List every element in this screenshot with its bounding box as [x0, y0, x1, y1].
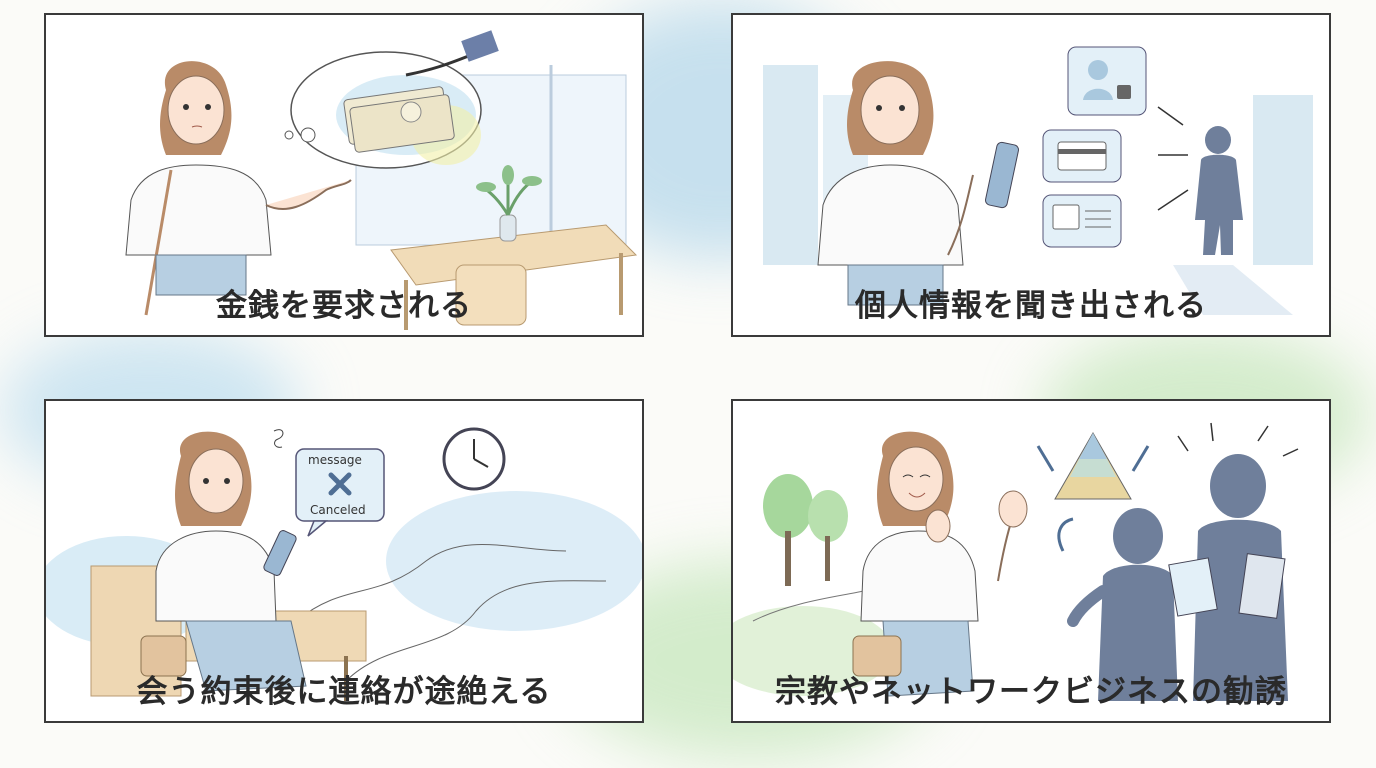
canceled-label: Canceled	[310, 503, 366, 517]
panel-contact-cut-off: message Canceled 会う約束後に連絡が途絶える	[44, 399, 644, 723]
panel-money-request: 金銭を要求される	[44, 13, 644, 337]
recruitment-illustration	[733, 422, 1299, 701]
panel-caption: 宗教やネットワークビジネスの勧誘	[775, 674, 1287, 710]
panel-caption: 個人情報を聞き出される	[855, 288, 1207, 324]
panel-caption: 金銭を要求される	[216, 288, 472, 324]
panel-personal-info: 個人情報を聞き出される	[731, 13, 1331, 337]
panel-recruitment: 宗教やネットワークビジネスの勧誘	[731, 399, 1331, 723]
money-request-illustration	[125, 30, 638, 330]
panel-caption: 会う約束後に連絡が途絶える	[136, 674, 552, 710]
message-label: message	[308, 453, 362, 467]
contact-cut-off-illustration	[46, 427, 642, 701]
personal-info-illustration	[763, 46, 1313, 315]
